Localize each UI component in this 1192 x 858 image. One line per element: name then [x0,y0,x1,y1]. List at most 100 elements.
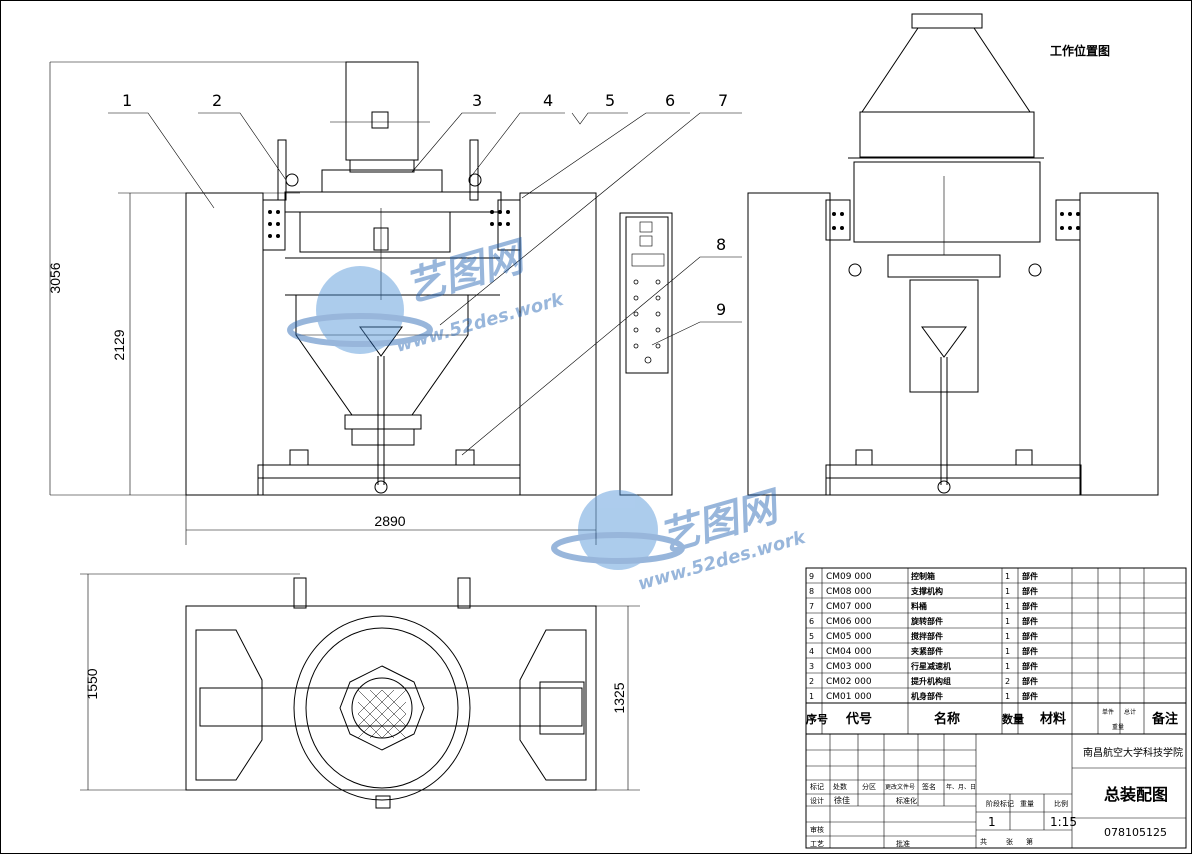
bom-cell-qty: 2 [1005,677,1010,686]
bom-cell-material: 部件 [1022,676,1038,686]
bom-cell-name: 支撑机构 [910,586,943,596]
bom-header-material: 材料 [1040,711,1066,727]
tb-mark: 标记 [810,782,824,791]
bom-cell-qty: 1 [1005,692,1010,701]
tb-weight: 重量 [1020,800,1034,808]
tb-stage: 阶段标记 [986,799,1014,808]
balloon-3: 3 [472,91,482,110]
tb-approve: 批准 [896,839,910,848]
bom-cell-material: 部件 [1022,661,1038,671]
bom-cell-no: 1 [809,692,814,701]
tb-zone: 分区 [862,782,876,791]
balloon-4: 4 [543,91,553,110]
bom-header-name: 名称 [934,711,960,727]
bom-cell-qty: 1 [1005,632,1010,641]
bom-header-weight: 重量 [1112,723,1124,731]
dim-overall-width: 2890 [374,513,405,529]
tb-process: 工艺 [810,840,824,848]
tb-drawing-title: 总装配图 [1104,785,1168,804]
tb-change-doc: 更改文件号 [885,783,915,791]
bom-cell-no: 4 [809,647,814,656]
balloon-7: 7 [718,91,728,110]
balloon-5: 5 [605,91,615,110]
tb-review: 审核 [810,825,824,834]
bom-header-total: 总计 [1124,708,1136,716]
bom-cell-name: 料桶 [911,601,927,611]
bom-cell-code: CM02 000 [826,677,872,687]
bom-header-code: 代号 [845,711,872,727]
front-view: 3056 2129 2890 [47,61,597,545]
bom-table: 9 CM09 000 控制箱 1 部件 8 CM08 000 支撑机构 1 部件 7 CM07 000… [805,567,1187,735]
bom-cell-name: 控制箱 [911,571,935,581]
bom-cell-no: 2 [809,677,814,686]
bom-cell-no: 3 [809,662,814,671]
bom-cell-code: CM06 000 [826,617,872,627]
view-title: 工作位置图 [1050,43,1110,58]
bom-header-no: 序号 [806,712,828,726]
bom-cell-qty: 1 [1005,572,1010,581]
bom-cell-material: 部件 [1022,646,1038,656]
bom-cell-no: 8 [809,587,814,596]
bom-header-unit: 单件 [1102,708,1114,716]
bom-cell-material: 部件 [1022,586,1038,596]
tb-date: 年、月、日 [946,783,976,791]
bom-cell-code: CM08 000 [826,587,872,597]
dim-base-depth: 1550 [84,668,100,699]
top-view: 1550 1325 [80,573,640,809]
bom-cell-no: 6 [809,617,814,626]
part-balloons: 1 2 3 4 5 6 7 8 9 [108,91,742,456]
bom-cell-material: 部件 [1022,691,1038,701]
bom-cell-code: CM03 000 [826,662,872,672]
bom-cell-code: CM05 000 [826,632,872,642]
bom-cell-no: 9 [809,572,814,581]
bom-cell-code: CM01 000 [826,692,872,702]
watermark-1-brand: 艺图网 [400,233,534,312]
tb-sheet-total: 共 [980,837,987,846]
tb-design: 设计 [810,796,824,805]
bom-cell-qty: 1 [1005,647,1010,656]
bom-cell-name: 夹紧部件 [911,646,943,656]
tb-sheet-no: 第 [1026,837,1033,846]
bom-cell-material: 部件 [1022,631,1038,641]
bom-cell-code: CM09 000 [826,572,872,582]
bom-cell-name: 提升机构组 [911,676,951,686]
tb-sheet: 张 [1006,837,1013,846]
dim-frame-depth: 1325 [611,682,627,713]
balloon-6: 6 [665,91,675,110]
tb-school: 南昌航空大学科技学院 [1083,746,1183,759]
bom-cell-material: 部件 [1022,616,1038,626]
bom-header-qty: 数量 [1002,712,1024,726]
bom-cell-name: 机身部件 [911,691,943,701]
dim-frame-height: 2129 [111,329,127,360]
bom-cell-name: 行星减速机 [910,661,951,671]
bom-cell-code: CM04 000 [826,647,872,657]
watermark-2: 艺图网 www.52des.work [551,483,809,595]
tb-scale-label: 比例 [1054,799,1068,808]
bom-cell-name: 搅拌部件 [911,631,943,641]
bom-header-remark: 备注 [1151,711,1178,727]
bom-cell-code: CM07 000 [826,602,872,612]
working-position-view: 工作位置图 [747,13,1159,496]
watermark-1: 艺图网 www.52des.work [287,233,567,357]
control-cabinet [619,212,673,496]
balloon-1: 1 [122,91,132,110]
tb-designer: 徐佳 [834,795,850,805]
bom-cell-qty: 1 [1005,662,1010,671]
tb-quantity: 1 [988,815,996,829]
tb-drawing-number: 078105125 [1104,826,1167,839]
tb-standard: 标准化 [896,796,917,805]
balloon-8: 8 [716,235,726,254]
bom-cell-qty: 1 [1005,587,1010,596]
title-block: 标记 处数 分区 更改文件号 签名 年、月、日 设计 徐佳 标准化 审核 工艺 … [805,733,1187,849]
balloon-9: 9 [716,300,726,319]
tb-count: 处数 [833,782,847,791]
tb-sign: 签名 [922,782,936,791]
bom-cell-material: 部件 [1022,571,1038,581]
bom-cell-material: 部件 [1022,601,1038,611]
dim-overall-height: 3056 [47,262,63,293]
bom-cell-qty: 1 [1005,602,1010,611]
bom-cell-no: 7 [809,602,814,611]
bom-cell-no: 5 [809,632,814,641]
tb-scale: 1:15 [1050,815,1077,829]
